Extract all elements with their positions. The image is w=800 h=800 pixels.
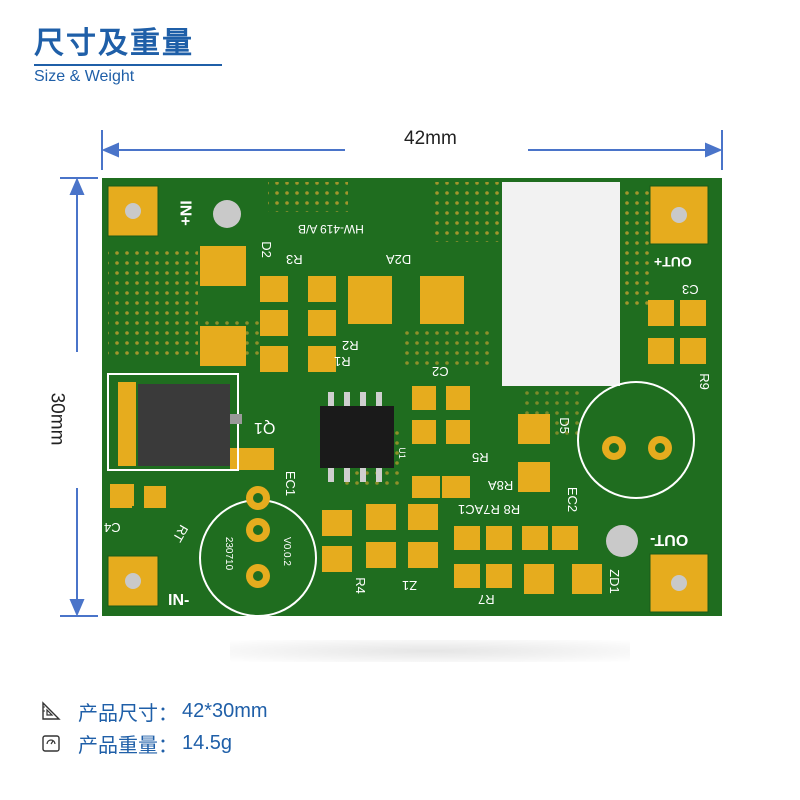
page-title: 尺寸及重量 (34, 26, 194, 61)
silk-rt: RT (169, 522, 192, 545)
silk-z1: Z1 (402, 578, 418, 593)
silk-date: 230710 (223, 536, 235, 571)
silk-u1: U1 (396, 447, 407, 459)
silk-out-minus: OUT- (650, 531, 689, 548)
spec-size-value: 42*30mm (182, 699, 268, 722)
silk-ec2: EC2 (565, 486, 581, 513)
silk-r3: R3 (286, 252, 303, 267)
silk-in-plus: IN+ (176, 200, 194, 226)
silk-q1: Q1 (254, 419, 276, 436)
silk-c4: C4 (104, 520, 121, 535)
silk-r4: R4 (352, 577, 368, 594)
silk-c2: C2 (432, 364, 449, 379)
silk-r9: R9 (696, 373, 712, 390)
spec-weight-label: 产品重量： (78, 732, 178, 757)
silk-r8r7ac1: R8 R7AC1 (458, 502, 521, 517)
silk-r5: R5 (472, 450, 489, 465)
silk-r8a: R8A (488, 478, 514, 493)
silk-d5: D5 (556, 417, 572, 434)
silk-d2a: D2A (386, 252, 412, 267)
board-shadow (230, 640, 630, 662)
silk-c3: C3 (682, 282, 699, 297)
silk-r7: R7 (478, 592, 495, 607)
pcb-board-image: IN+ IN- OUT+ OUT- HW-419 A/B D2 D2A R3 R… (102, 178, 722, 617)
silk-out-plus: OUT+ (654, 254, 692, 270)
silk-ec1: EC1 (283, 470, 299, 497)
height-dimension-label: 30mm (46, 392, 68, 446)
spec-weight-row: 产品重量： 14.5g (40, 728, 232, 758)
spec-size-label: 产品尺寸： (78, 700, 178, 725)
spec-weight-value: 14.5g (182, 731, 233, 754)
width-dimension-label: 42mm (404, 128, 457, 149)
silk-r2: R2 (342, 338, 359, 353)
spec-size-row: 产品尺寸： 42*30mm (40, 696, 268, 726)
silk-model: HW-419 A/B (298, 222, 364, 236)
silk-in-minus: IN- (168, 592, 190, 609)
silk-zd1: ZD1 (606, 569, 622, 594)
silk-r1: R1 (334, 354, 351, 369)
title-underline (34, 64, 222, 66)
page-subtitle: Size & Weight (34, 68, 135, 85)
scale-icon (42, 735, 60, 752)
silk-version: V0.0.2 (280, 537, 292, 566)
ruler-triangle-icon (42, 701, 61, 720)
silk-d2: D2 (258, 241, 274, 258)
